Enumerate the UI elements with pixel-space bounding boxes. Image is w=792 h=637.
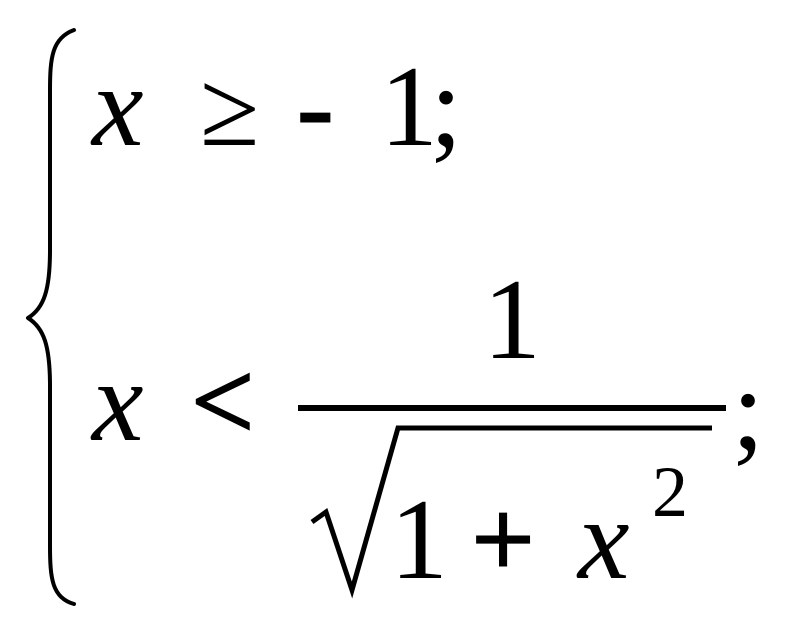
plus-sign: +: [470, 476, 536, 604]
variable-x: x: [90, 43, 144, 171]
exponent-two: 2: [652, 452, 688, 532]
numerator: 1: [483, 256, 541, 384]
semicolon: ;: [732, 346, 764, 474]
less-than-sign: <: [190, 338, 256, 466]
number-one: 1: [380, 43, 438, 171]
denominator-variable-x: x: [576, 476, 630, 604]
fraction: 1 1 + x 2: [298, 256, 726, 604]
variable-x: x: [90, 338, 144, 466]
greater-equal-sign: ≥: [200, 50, 259, 169]
left-brace: [26, 28, 76, 606]
sqrt-radical: [310, 425, 712, 599]
semicolon: ;: [430, 43, 462, 171]
minus-sign: -: [296, 43, 335, 171]
denominator-one: 1: [390, 476, 448, 604]
inequality-line-2: x < 1 1 + x 2 ;: [90, 256, 764, 604]
inequality-line-1: x ≥ - 1 ;: [90, 43, 462, 171]
